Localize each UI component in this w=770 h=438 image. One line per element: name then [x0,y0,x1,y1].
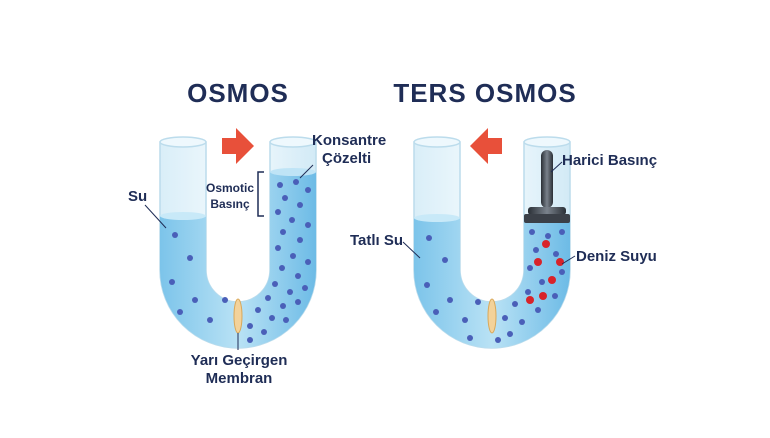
arrow-right-icon [222,128,254,164]
salt-particles [526,240,564,304]
reverse-osmosis-title: TERS OSMOS [393,78,577,108]
osmosis-title: OSMOS [187,78,289,108]
membrane-label-line2: Membran [205,370,273,387]
fresh-water-molecules [424,235,481,341]
right-membrane [487,298,497,334]
plunger-head [528,207,566,215]
osmosis-u-tube [144,128,317,350]
osmotic-bracket [257,171,264,217]
membrane-label-line1: Yarı Geçirgen [190,352,288,369]
sea-water-molecules [495,229,565,343]
water-label: Su [128,188,148,205]
left-tube-water [160,172,316,348]
fresh-water-label: Tatlı Su [350,232,404,249]
osmotic-pressure-label-line2: Basınç [210,197,250,211]
concentrate-label-line1: Konsantre [312,132,387,149]
arrow-left-icon [470,128,502,164]
sea-water-label: Deniz Suyu [576,248,657,265]
reverse-osmosis-u-tube [402,128,576,349]
external-pressure-label: Harici Basınç [562,152,658,169]
concentrate-label-line2: Çözelti [322,150,372,167]
plunger-rod [541,150,553,208]
right-tube-water [414,218,570,348]
left-side-molecules [169,232,228,323]
right-side-molecules [247,179,311,343]
osmotic-pressure-label-line1: Osmotic [205,181,254,195]
left-membrane [233,298,243,334]
